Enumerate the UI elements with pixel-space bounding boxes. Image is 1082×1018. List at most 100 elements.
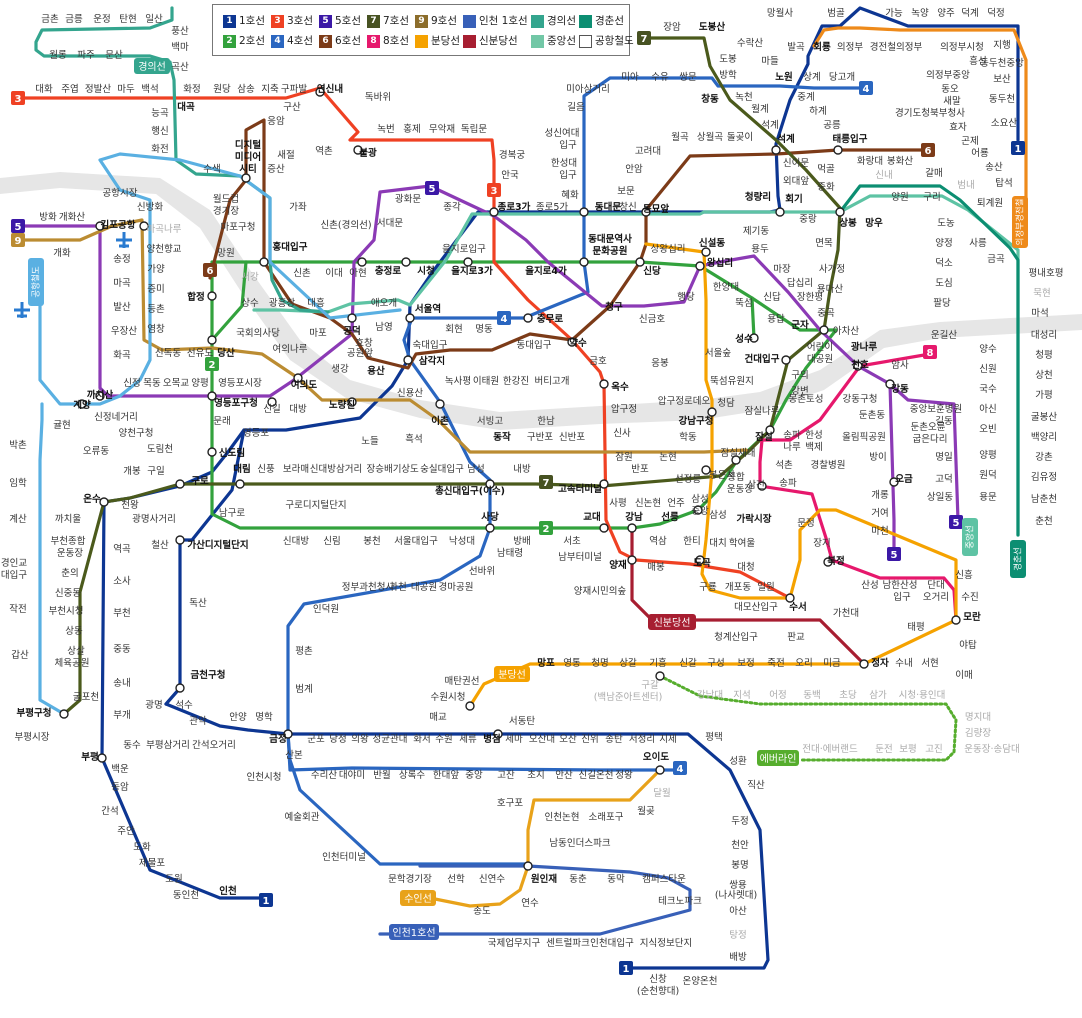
- station-label[interactable]: 운동장·송담대: [964, 743, 1019, 755]
- station-label[interactable]: 인천시청: [247, 772, 282, 783]
- transfer-station-marker[interactable]: [701, 247, 711, 257]
- station-label[interactable]: 서정리: [629, 734, 655, 745]
- station-label[interactable]: 대공원: [411, 582, 437, 593]
- transfer-station-marker[interactable]: [701, 465, 711, 475]
- station-label[interactable]: 신대방삼거리: [310, 464, 362, 475]
- station-label[interactable]: 광흥창: [269, 297, 295, 309]
- station-label[interactable]: 신길: [263, 403, 280, 415]
- station-label[interactable]: 압구정로데오: [658, 395, 711, 407]
- station-label[interactable]: 둔촌동: [859, 410, 885, 421]
- station-label[interactable]: 소사: [113, 576, 131, 587]
- station-label[interactable]: 호구포: [497, 798, 523, 809]
- station-label[interactable]: 까치산: [87, 389, 113, 401]
- transfer-station-marker[interactable]: [99, 497, 109, 507]
- station-label[interactable]: 세류: [459, 734, 477, 745]
- station-label[interactable]: 양평: [979, 450, 996, 461]
- station-label[interactable]: 을지로3가: [451, 265, 493, 277]
- station-label[interactable]: 뚝섬: [735, 298, 752, 309]
- station-label[interactable]: 명학: [255, 712, 273, 723]
- station-label[interactable]: 안국: [501, 170, 519, 181]
- station-label[interactable]: 오이도: [643, 751, 669, 763]
- station-label[interactable]: 미아삼거리: [566, 84, 610, 95]
- station-label[interactable]: 발산: [113, 302, 131, 313]
- transfer-station-marker[interactable]: [833, 145, 843, 155]
- station-label[interactable]: 신독동: [155, 348, 181, 359]
- station-label[interactable]: 운길산: [931, 329, 957, 341]
- station-label[interactable]: 퇴계원: [977, 197, 1003, 209]
- station-label[interactable]: 두정: [731, 816, 748, 827]
- station-label[interactable]: 오류동: [83, 446, 109, 457]
- station-label[interactable]: 석계: [761, 119, 778, 131]
- station-label[interactable]: 강변: [791, 386, 808, 397]
- station-label[interactable]: 양수: [979, 344, 997, 355]
- station-label[interactable]: 상동: [65, 626, 83, 637]
- station-label[interactable]: 기흥: [649, 657, 667, 669]
- station-label[interactable]: 화곡: [113, 350, 131, 361]
- station-label[interactable]: 마포구청: [221, 222, 256, 233]
- station-label[interactable]: 증미: [147, 284, 164, 295]
- station-label[interactable]: 팔당: [933, 297, 951, 309]
- station-label[interactable]: 범골: [827, 8, 845, 19]
- station-label[interactable]: 중랑: [799, 213, 817, 225]
- station-label[interactable]: 구룡: [699, 582, 717, 593]
- station-label[interactable]: 동오: [941, 84, 959, 95]
- station-label[interactable]: 어린이: [807, 342, 833, 353]
- station-label[interactable]: 시청·용인대: [899, 690, 946, 701]
- station-label[interactable]: 성환: [729, 755, 747, 767]
- station-label[interactable]: 상록수: [399, 770, 425, 781]
- station-label[interactable]: 하계: [809, 105, 826, 117]
- station-label[interactable]: 남구로: [219, 508, 245, 519]
- transfer-station-marker[interactable]: [175, 683, 185, 693]
- station-label[interactable]: 정부과천청사: [342, 582, 395, 593]
- station-label[interactable]: 노원: [775, 71, 792, 83]
- station-label[interactable]: 과천: [389, 582, 406, 593]
- station-label[interactable]: 오산대: [529, 734, 555, 745]
- station-label[interactable]: 반포: [631, 464, 649, 475]
- station-label[interactable]: 오금: [895, 474, 913, 485]
- station-label[interactable]: 백제: [805, 442, 822, 453]
- station-label[interactable]: 봉천: [363, 536, 380, 547]
- station-label[interactable]: 명일: [935, 452, 952, 463]
- station-label[interactable]: 쌍용: [729, 880, 747, 891]
- station-label[interactable]: 정왕: [615, 770, 633, 781]
- transfer-station-marker[interactable]: [785, 593, 795, 603]
- station-label[interactable]: 인천터미널: [322, 852, 366, 863]
- station-label[interactable]: 서동탄: [509, 716, 535, 727]
- station-label[interactable]: 양주: [937, 8, 955, 19]
- station-label[interactable]: 백운: [111, 764, 129, 775]
- station-label[interactable]: 방화: [39, 212, 57, 223]
- station-label[interactable]: 동두천중앙: [980, 57, 1024, 69]
- station-label[interactable]: 명동: [475, 324, 493, 335]
- station-label[interactable]: 돌곶이: [727, 132, 753, 143]
- station-label[interactable]: 평내호평: [1029, 268, 1064, 279]
- station-label[interactable]: 고잔: [497, 770, 515, 781]
- station-label[interactable]: 매교: [429, 712, 447, 723]
- station-label[interactable]: 망우: [865, 217, 883, 229]
- station-label[interactable]: 철산: [151, 540, 169, 551]
- station-label[interactable]: 탕정: [729, 930, 746, 941]
- station-label[interactable]: 남태령: [497, 547, 523, 559]
- station-label[interactable]: 불광: [359, 147, 377, 159]
- station-label[interactable]: 버티고개: [535, 376, 570, 387]
- station-label[interactable]: 신반포: [559, 432, 585, 443]
- station-label[interactable]: 백양리: [1031, 432, 1057, 443]
- station-label[interactable]: 부천종합: [51, 536, 86, 547]
- station-label[interactable]: 당정: [329, 734, 346, 745]
- station-label[interactable]: 서대문: [377, 218, 403, 229]
- station-label[interactable]: 예술회관: [285, 812, 320, 823]
- station-label[interactable]: 방이: [869, 452, 886, 463]
- station-label[interactable]: 간석: [101, 806, 118, 817]
- station-label[interactable]: 금촌: [41, 14, 59, 25]
- station-label[interactable]: 월계: [751, 103, 768, 115]
- station-label[interactable]: 성수: [735, 333, 753, 345]
- station-label[interactable]: 송탄: [605, 734, 623, 745]
- station-label[interactable]: 수내: [895, 658, 912, 669]
- station-label[interactable]: 천호: [851, 360, 869, 371]
- station-label[interactable]: 홍제: [403, 123, 420, 135]
- station-label[interactable]: 광명사거리: [132, 513, 176, 525]
- station-label[interactable]: 송정: [113, 254, 130, 265]
- station-label[interactable]: 개봉: [123, 466, 141, 477]
- station-label[interactable]: 을지로입구: [442, 243, 486, 255]
- station-label[interactable]: 구리: [923, 192, 940, 203]
- station-label[interactable]: 낙성대: [449, 536, 475, 547]
